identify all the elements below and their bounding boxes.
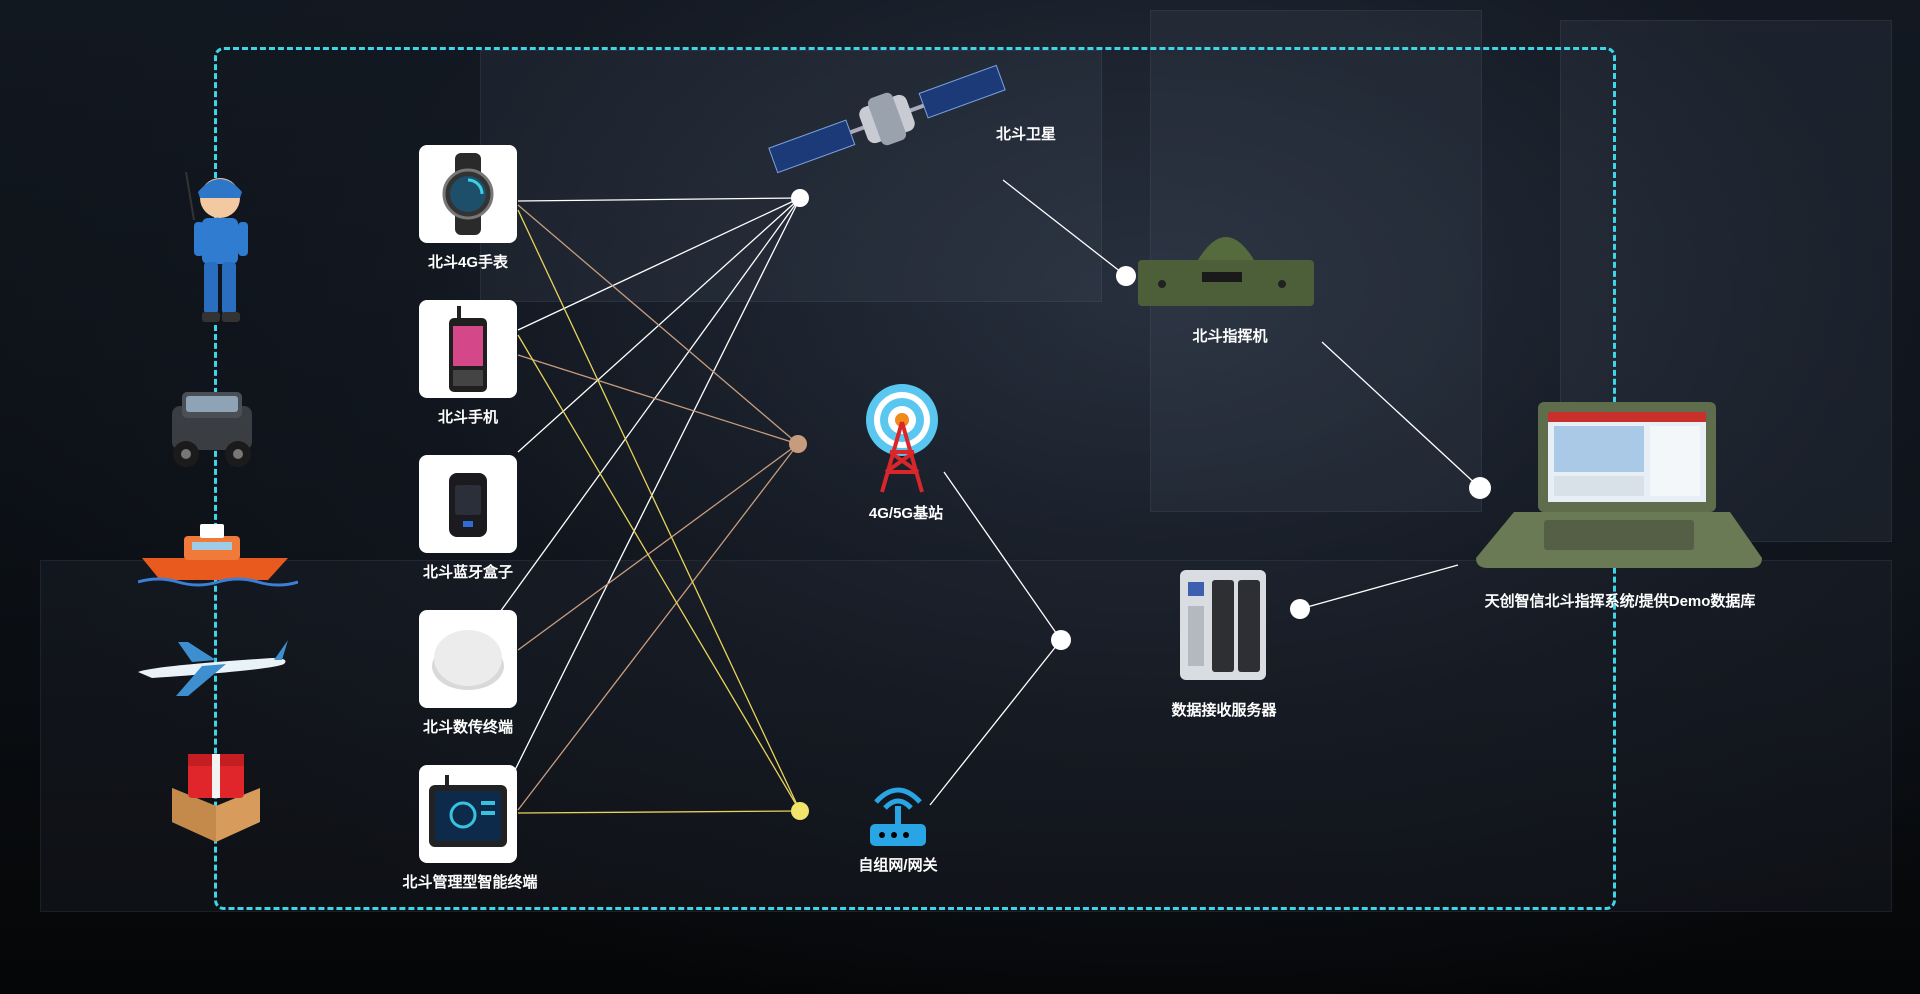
device-card-bluetooth-box [419, 455, 517, 553]
link-watch-cellular [517, 204, 799, 445]
link-tower-hub [943, 471, 1062, 641]
mesh-gateway-icon [866, 780, 930, 850]
command-machine-icon [1132, 220, 1320, 316]
mesh-node [791, 802, 809, 820]
device-label-bluetooth-box: 北斗蓝牙盒子 [422, 564, 514, 581]
link-mesh-hub [929, 639, 1062, 806]
device-card-watch [419, 145, 517, 243]
server-icon [1176, 566, 1270, 684]
link-phone-cellular [517, 354, 799, 445]
device-label-watch: 北斗4G手表 [427, 254, 509, 271]
device-label-phone: 北斗手机 [437, 409, 499, 426]
command-node [1116, 266, 1136, 286]
hub-node [1051, 630, 1071, 650]
airplane-icon [132, 630, 292, 702]
rescue-boat-icon [137, 518, 299, 588]
link-datatransfer-satellite [499, 197, 801, 613]
device-card-smart-terminal [419, 765, 517, 863]
offroad-vehicle-icon [164, 382, 260, 472]
background-desk [40, 560, 1892, 912]
server-node [1290, 599, 1310, 619]
link-server-system [1299, 564, 1459, 610]
satellite-node [791, 189, 809, 207]
parcel-icon [164, 748, 268, 844]
link-command-system [1321, 341, 1481, 489]
beidou-phone-icon [449, 306, 487, 392]
system-node [1469, 477, 1491, 499]
bluetooth-box-icon [449, 473, 487, 537]
mesh-gateway-label: 自组网/网关 [858, 857, 938, 874]
satellite-label: 北斗卫星 [995, 126, 1057, 143]
link-phone-mesh [517, 334, 801, 812]
link-satellite-command [1002, 179, 1127, 277]
link-watch-mesh [517, 209, 801, 812]
link-phone-satellite [517, 197, 801, 331]
data-terminal-icon [432, 630, 504, 690]
command-machine-label: 北斗指挥机 [1192, 328, 1268, 345]
device-label-data-terminal: 北斗数传终端 [422, 719, 514, 736]
device-card-data-terminal [419, 610, 517, 708]
device-label-smart-terminal: 北斗管理型智能终端 [402, 874, 538, 891]
link-terminal-satellite [509, 197, 801, 781]
link-datatransfer-cellular [517, 443, 799, 651]
base-station-label: 4G/5G基站 [868, 505, 944, 522]
rescuer-icon [182, 170, 260, 330]
base-station-icon [862, 382, 942, 494]
server-label: 数据接收服务器 [1171, 702, 1277, 719]
link-watch-satellite [517, 197, 801, 202]
link-terminal-mesh [517, 810, 801, 814]
link-terminal-cellular [517, 443, 799, 811]
rugged-laptop-icon [1474, 398, 1764, 574]
cellular-node [789, 435, 807, 453]
device-card-phone [419, 300, 517, 398]
smartwatch-icon [442, 153, 494, 235]
smart-terminal-icon [429, 775, 507, 847]
satellite-icon [762, 64, 1012, 174]
system-label: 天创智信北斗指挥系统/提供Demo数据库 [1484, 593, 1756, 610]
